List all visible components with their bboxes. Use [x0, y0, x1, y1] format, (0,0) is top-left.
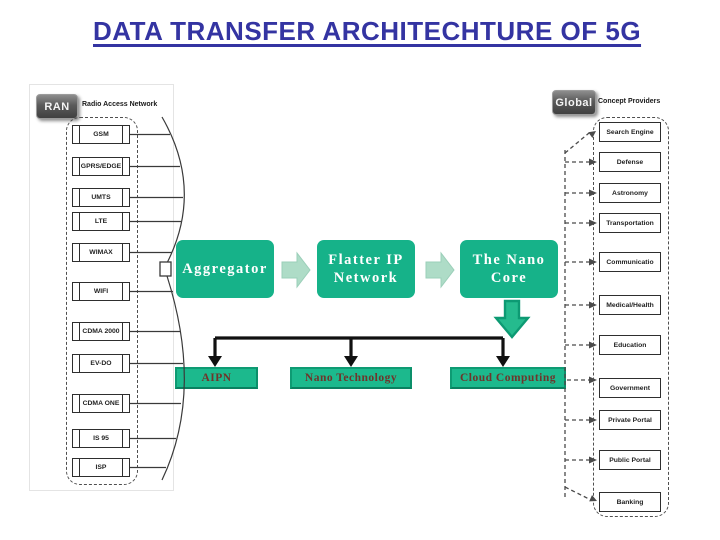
global-item: Communicatio: [599, 252, 661, 272]
global-spine-lines: [564, 132, 590, 500]
global-item: Education: [599, 335, 661, 355]
ran-group-outline: [66, 117, 138, 485]
ran-caption: Radio Access Network: [82, 101, 158, 108]
left-image-frame: [29, 84, 174, 491]
ran-item: WIFI: [72, 282, 130, 301]
global-badge: Global: [552, 90, 596, 115]
branch-bar-nano-technology: Nano Technology: [290, 367, 412, 389]
ran-item: LTE: [72, 212, 130, 231]
branch-connector-lines: [213, 336, 505, 357]
global-item: Transportation: [599, 213, 661, 233]
branch-arrowheads: [208, 356, 510, 367]
page-title: DATA TRANSFER ARCHITECHTURE OF 5G: [93, 16, 642, 46]
global-item: Public Portal: [599, 450, 661, 470]
ran-item: ISP: [72, 458, 130, 477]
global-spine-arrowheads: [588, 131, 597, 502]
global-item: Private Portal: [599, 410, 661, 430]
flow-node-aggregator: Aggregator: [176, 240, 274, 298]
funnel-connector-box: [159, 261, 172, 277]
global-caption: Concept Providers: [598, 98, 661, 105]
down-arrow-icon: [493, 299, 531, 339]
ran-item: GPRS/EDGE: [72, 157, 130, 176]
ran-item: GSM: [72, 125, 130, 144]
branch-bar-aipn: AIPN: [175, 367, 258, 389]
global-item: Astronomy: [599, 183, 661, 203]
global-group-outline: [593, 117, 669, 517]
global-item: Medical/Health: [599, 295, 661, 315]
flow-node-flatter-ip-network: Flatter IP Network: [317, 240, 415, 298]
flow-node-the-nano-core: The Nano Core: [460, 240, 558, 298]
ran-item: EV-DO: [72, 354, 130, 373]
global-item: Defense: [599, 152, 661, 172]
ran-funnel-lines: [130, 116, 185, 481]
ran-item: WIMAX: [72, 243, 130, 262]
ran-item: CDMA 2000: [72, 322, 130, 341]
ran-item: CDMA ONE: [72, 394, 130, 413]
global-item: Search Engine: [599, 122, 661, 142]
ran-item: IS 95: [72, 429, 130, 448]
ran-badge: RAN: [36, 94, 78, 119]
ran-item: UMTS: [72, 188, 130, 207]
global-item: Banking: [599, 492, 661, 512]
flow-arrow-icon: [281, 251, 455, 289]
global-item: Government: [599, 378, 661, 398]
